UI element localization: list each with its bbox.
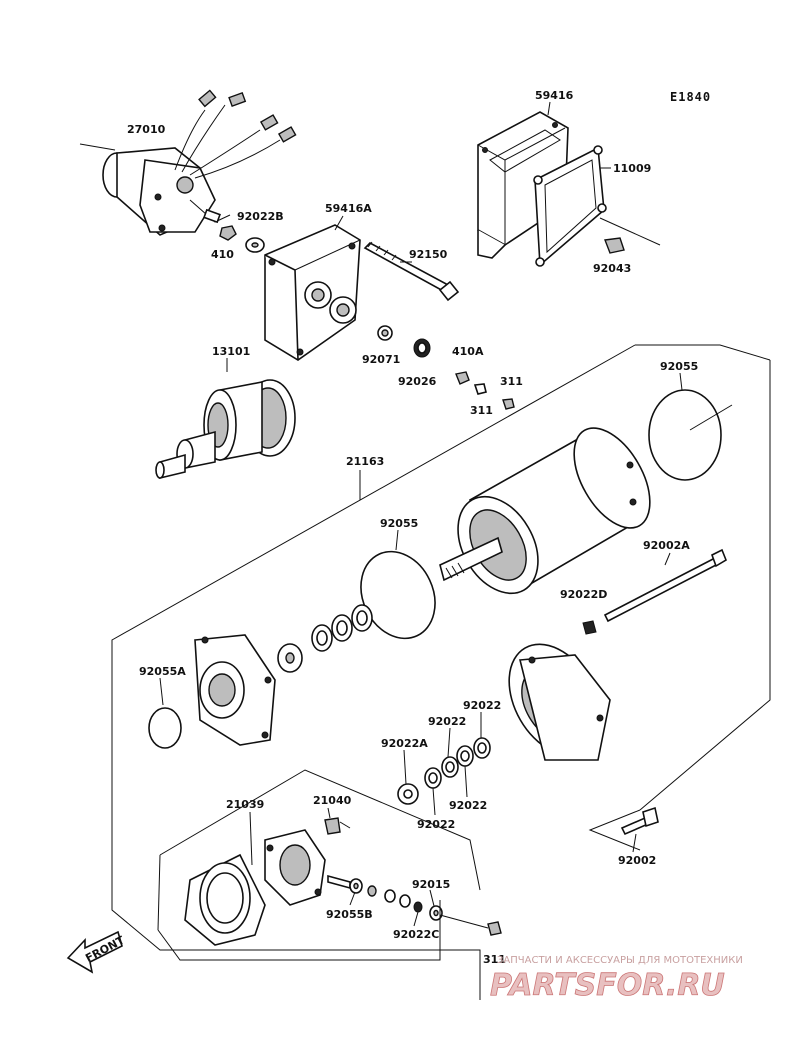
- label-311b: 311: [500, 375, 523, 388]
- label-92071: 92071: [362, 353, 400, 366]
- o-ring-92055-top-shape: [648, 389, 722, 481]
- washers-row-drawing: [277, 604, 373, 673]
- label-13101: 13101: [212, 345, 250, 358]
- front-cover-drawing: [194, 634, 276, 746]
- gasket-11009-drawing: [533, 145, 607, 267]
- label-92022A: 92022A: [381, 737, 428, 750]
- label-92055-mid: 92055: [380, 517, 418, 530]
- label-92022C: 92022C: [393, 928, 439, 941]
- label-11009: 11009: [613, 162, 651, 175]
- starter-clutch-13101-drawing: [155, 379, 296, 480]
- nut-410-shape: [219, 225, 237, 241]
- label-92002A: 92002A: [643, 539, 690, 552]
- label-92022D: 92022D: [560, 588, 607, 601]
- watermark-subtitle: ЗАПЧАСТИ И АКСЕССУАРЫ ДЛЯ МОТОТЕХНИКИ: [497, 955, 743, 966]
- bolt-92002-drawing: [620, 806, 659, 836]
- label-92026: 92026: [398, 375, 437, 388]
- label-21039: 21039: [226, 798, 264, 811]
- o-ring-92055-mid-shape: [360, 550, 436, 640]
- nut-410a-shape: [455, 371, 470, 385]
- label-92022-b: 92022: [463, 699, 501, 712]
- bolt-92002a-drawing: [603, 548, 727, 623]
- label-410A: 410A: [452, 345, 484, 358]
- washers-92022-drawing: [397, 737, 491, 805]
- label-92055B: 92055B: [326, 908, 373, 921]
- label-311a: 311: [470, 404, 493, 417]
- brush-21040-shape: [324, 817, 341, 835]
- label-92022-d: 92022: [449, 799, 487, 812]
- label-92055A: 92055A: [139, 665, 186, 678]
- brush-holder-drawing: [184, 829, 326, 946]
- label-92015: 92015: [412, 878, 450, 891]
- label-92150: 92150: [409, 248, 448, 261]
- label-92022-a: 92022: [428, 715, 466, 728]
- label-21040: 21040: [313, 794, 352, 807]
- label-92055-top: 92055: [660, 360, 698, 373]
- label-27010: 27010: [127, 123, 166, 136]
- starter-relay-drawing: [79, 89, 297, 236]
- o-ring-92055a-shape: [148, 707, 182, 749]
- terminal-hardware-drawing: [327, 874, 502, 936]
- label-92022B: 92022B: [237, 210, 284, 223]
- front-direction-arrow: FRONT: [66, 930, 127, 974]
- bolt-92150-drawing: [363, 241, 460, 302]
- label-59416: 59416: [535, 89, 574, 102]
- label-410: 410: [211, 248, 234, 261]
- washer-92022d-shape: [582, 620, 597, 635]
- part-92043-shape: [604, 237, 625, 254]
- diagram-code: E1840: [670, 90, 711, 104]
- label-92043: 92043: [593, 262, 631, 275]
- label-311c: 311: [483, 953, 506, 966]
- watermark-logo: PARTSFOR.RU: [490, 968, 725, 1003]
- label-21163: 21163: [346, 455, 384, 468]
- cover-59416a-drawing: [264, 224, 361, 361]
- label-59416A: 59416A: [325, 202, 372, 215]
- motor-yoke-21163-drawing: [439, 427, 651, 595]
- label-92002: 92002: [618, 854, 656, 867]
- rear-cover-drawing: [508, 643, 611, 761]
